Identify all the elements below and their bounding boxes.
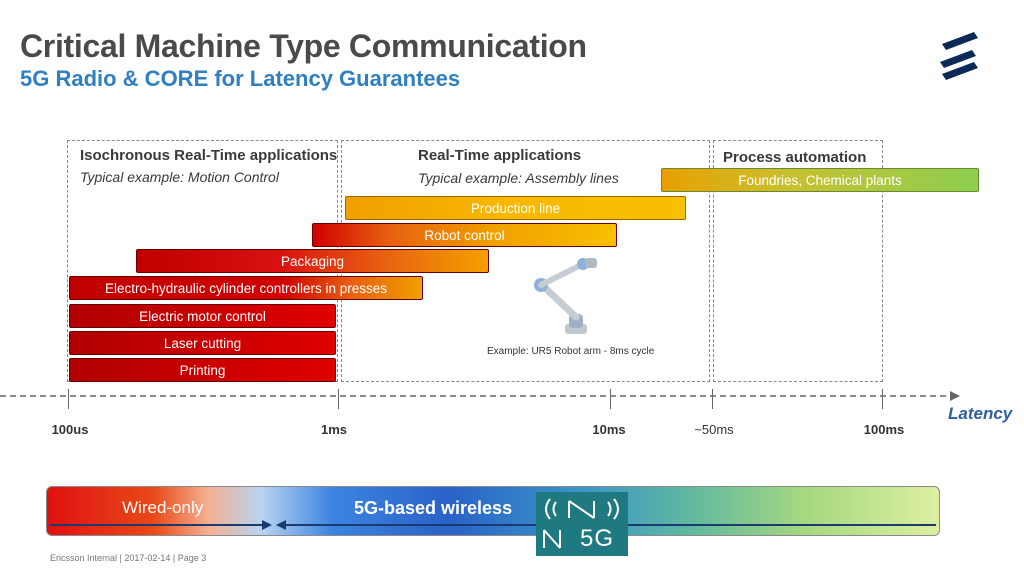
tick-label-50ms: ~50ms xyxy=(694,422,734,437)
bar-robot-control: Robot control xyxy=(312,223,617,247)
bar-electro-hydraulic: Electro-hydraulic cylinder controllers i… xyxy=(69,276,423,300)
zone-isochronous-example: Typical example: Motion Control xyxy=(80,169,279,185)
tick-label-100us: 100us xyxy=(51,422,89,437)
spectrum-arrows xyxy=(46,517,940,533)
bar-production-line: Production line xyxy=(345,196,686,220)
zone-process-automation-title: Process automation xyxy=(723,149,867,166)
zone-isochronous-title: Isochronous Real-Time applications xyxy=(80,147,338,164)
footer-text: Ericsson Internal | 2017-02-14 | Page 3 xyxy=(50,553,207,563)
tick-label-100ms: 100ms xyxy=(863,422,905,437)
zone-real-time-example: Typical example: Assembly lines xyxy=(418,170,619,186)
latency-axis xyxy=(0,387,960,407)
wired-only-label: Wired-only xyxy=(122,498,204,517)
ericsson-logo-icon xyxy=(938,30,980,82)
tick-label-10ms: 10ms xyxy=(592,422,626,437)
bar-printing: Printing xyxy=(69,358,336,382)
bar-electric-motor: Electric motor control xyxy=(69,304,336,328)
page-subtitle: 5G Radio & CORE for Latency Guarantees xyxy=(20,66,461,91)
wireless-signal-icon xyxy=(536,494,628,524)
bar-foundries: Foundries, Chemical plants xyxy=(661,168,979,192)
zone-real-time-title: Real-Time applications xyxy=(418,147,582,164)
axis-tick xyxy=(68,389,69,409)
wireless-label: 5G-based wireless xyxy=(354,498,513,518)
axis-tick xyxy=(610,389,611,409)
5g-badge: 5G xyxy=(536,492,628,556)
bar-laser-cutting: Laser cutting xyxy=(69,331,336,355)
axis-label-latency: Latency xyxy=(948,404,1013,423)
tick-label-1ms: 1ms xyxy=(320,422,348,437)
page-title: Critical Machine Type Communication xyxy=(20,28,587,64)
connectivity-spectrum-bar xyxy=(46,486,940,536)
5g-text: 5G xyxy=(580,525,615,552)
5g-logo-icon xyxy=(540,527,564,551)
bar-packaging: Packaging xyxy=(136,249,489,273)
zone-process-automation xyxy=(713,140,883,382)
axis-tick xyxy=(712,389,713,409)
axis-tick xyxy=(338,389,339,409)
robot-caption: Example: UR5 Robot arm - 8ms cycle xyxy=(487,346,655,357)
robot-arm-image xyxy=(525,252,615,340)
axis-tick xyxy=(882,389,883,409)
